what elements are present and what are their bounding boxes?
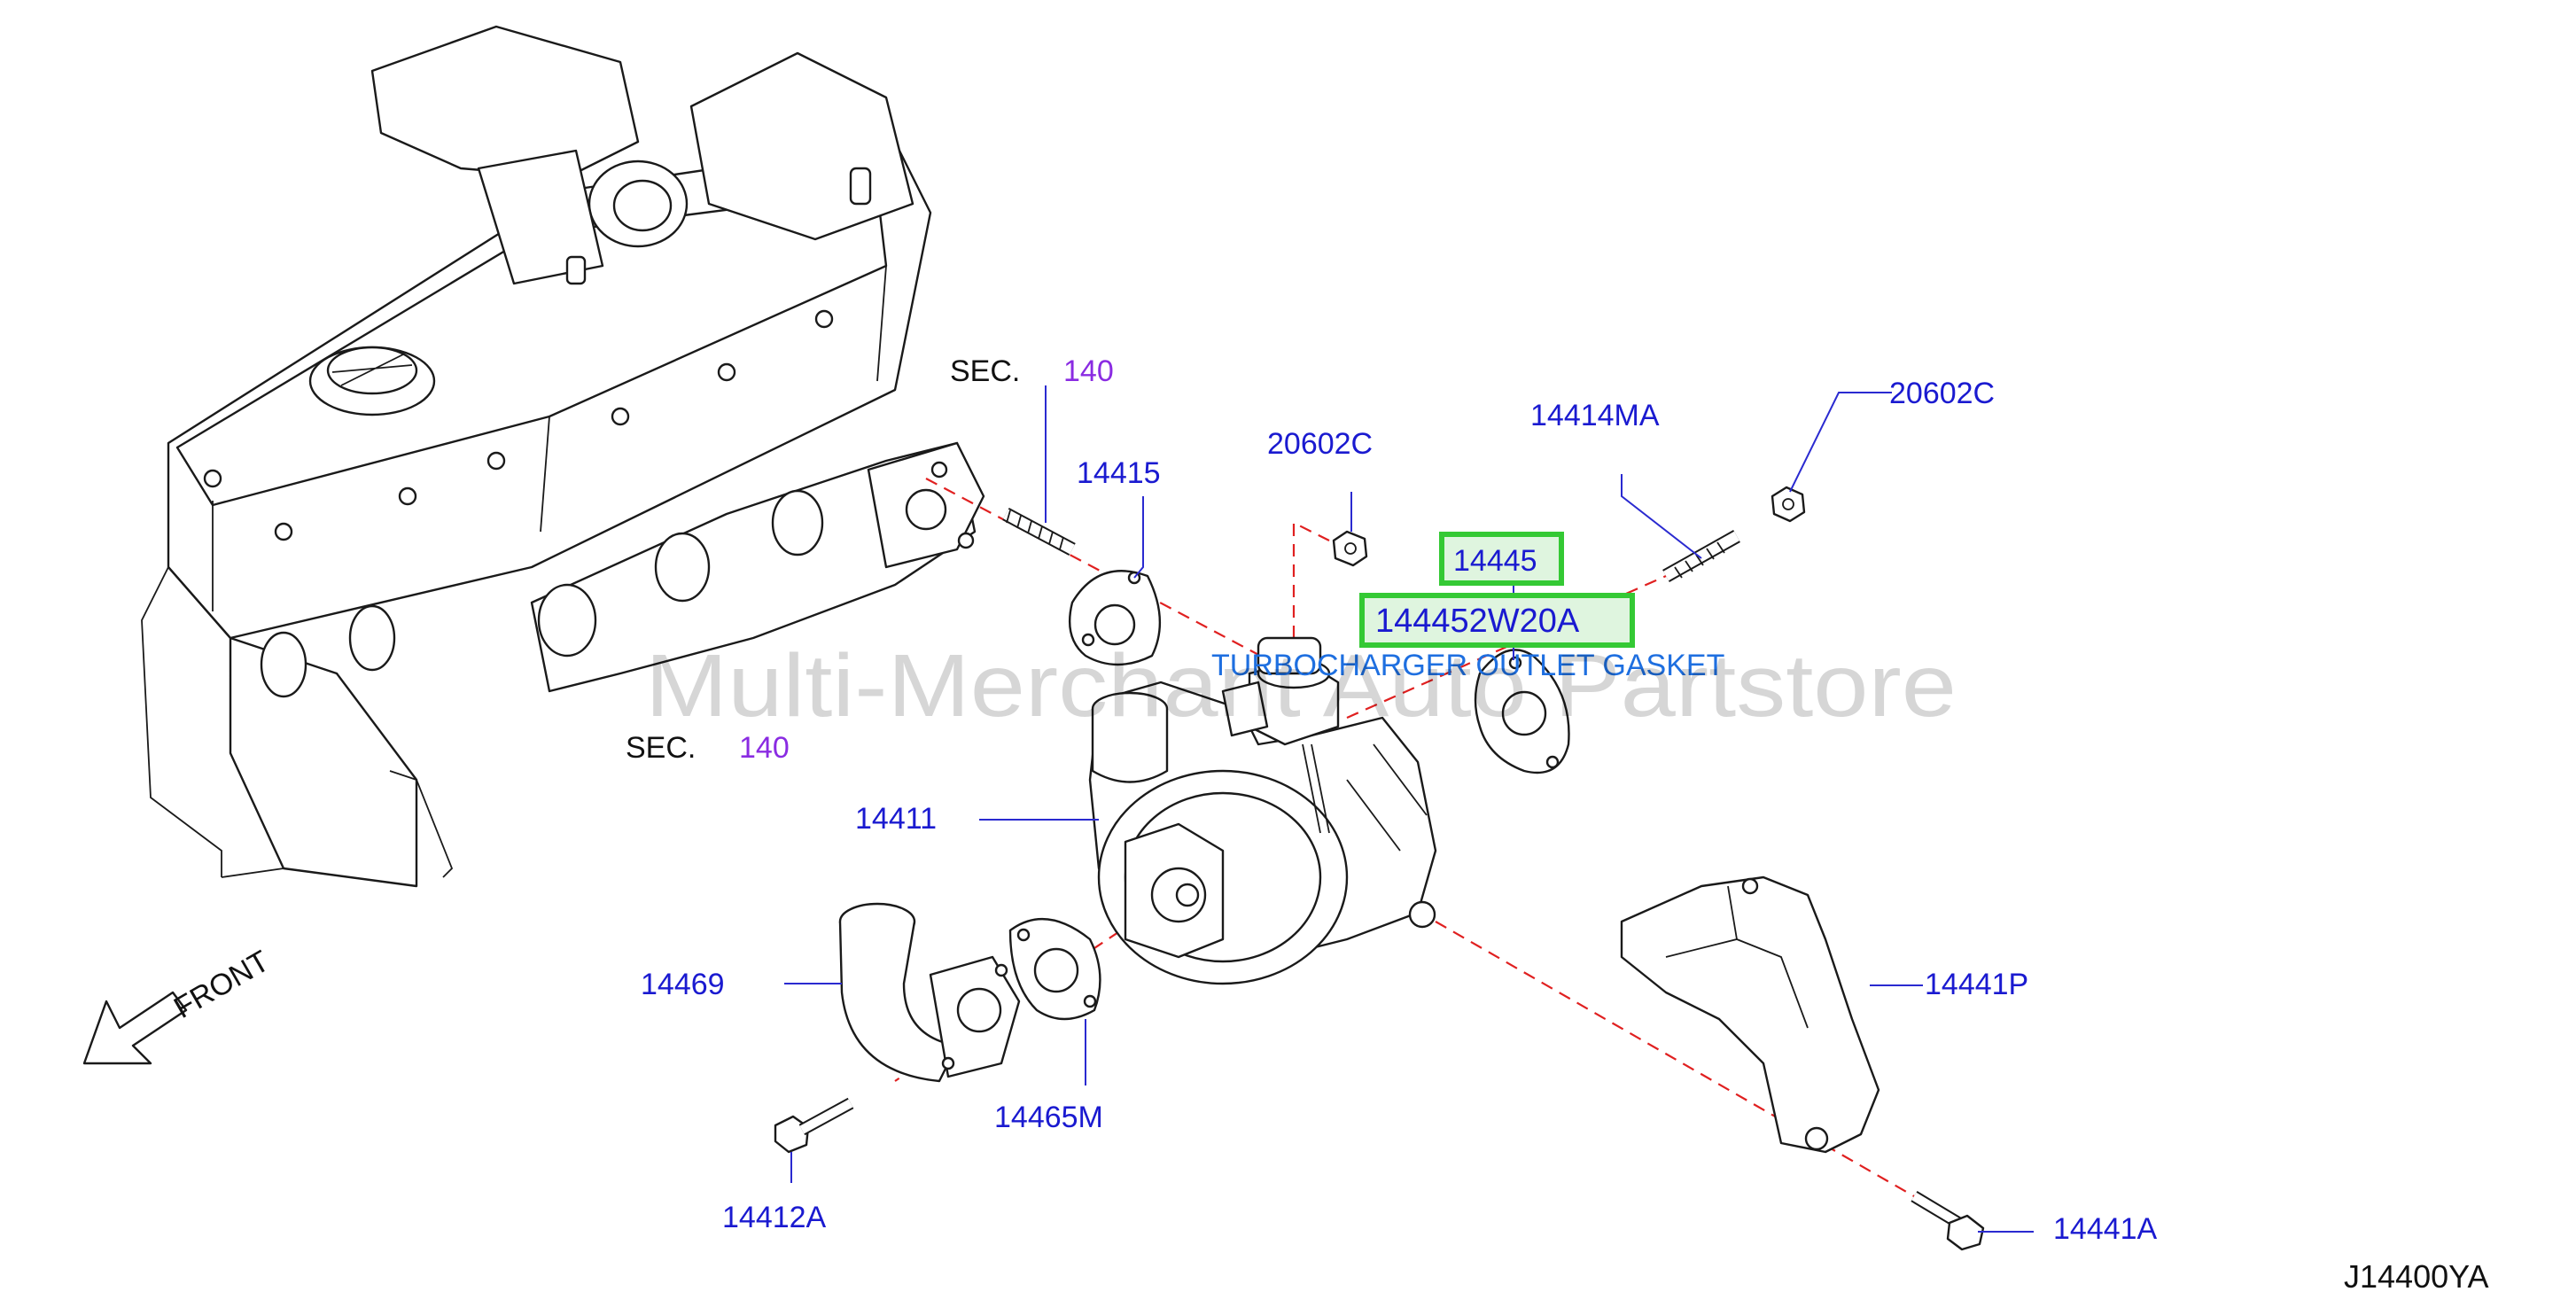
turbocharger-14411 <box>1088 636 1437 985</box>
part-label-20602C-right[interactable]: 20602C <box>1889 377 1995 410</box>
part-label-14414MA[interactable]: 14414MA <box>1530 399 1660 432</box>
front-label: FRONT <box>168 944 275 1024</box>
stud-left <box>1002 507 1076 556</box>
turbocharger-outlet-gasket <box>1474 649 1570 774</box>
section-ref-prefix-top: SEC. <box>950 354 1020 388</box>
front-arrow-icon <box>82 991 188 1065</box>
diagram-code: J14400YA <box>2344 1258 2488 1295</box>
part-description-outlet-gasket: TURBOCHARGER OUTLET GASKET <box>1211 649 1724 682</box>
part-label-14411[interactable]: 14411 <box>855 802 937 836</box>
section-ref-number-bottom[interactable]: 140 <box>739 731 790 765</box>
engine-cylinder-head-illustration <box>141 25 985 888</box>
part-label-14441A[interactable]: 14441A <box>2053 1212 2158 1246</box>
section-ref-number-top[interactable]: 140 <box>1063 354 1114 388</box>
part-label-14465M[interactable]: 14465M <box>994 1101 1103 1134</box>
gasket-14415 <box>1069 570 1161 666</box>
bolt-14412A <box>774 1097 854 1154</box>
heat-shield-14441P <box>1620 875 1880 1154</box>
outlet-elbow-14469 <box>838 902 1021 1083</box>
part-label-14412A[interactable]: 14412A <box>722 1201 827 1234</box>
bolt-14441A <box>1911 1190 1985 1251</box>
gasket-14465M <box>1008 917 1101 1021</box>
part-label-144452W20A[interactable]: 144452W20A <box>1375 603 1580 640</box>
highlight-box-144452W20A[interactable] <box>1359 593 1635 648</box>
watermark: Multi-Merchant Auto Partstore <box>645 636 1957 735</box>
highlight-box-14445[interactable] <box>1439 532 1564 586</box>
nut-20602C-left <box>1332 530 1368 567</box>
part-label-14469[interactable]: 14469 <box>641 968 725 1001</box>
stud-14414MA <box>1662 530 1740 582</box>
part-label-20602C-left[interactable]: 20602C <box>1267 427 1373 461</box>
part-label-14441P[interactable]: 14441P <box>1925 968 2028 1001</box>
part-label-14445[interactable]: 14445 <box>1453 544 1537 578</box>
part-label-14415[interactable]: 14415 <box>1077 456 1161 490</box>
nut-20602C-right <box>1771 486 1806 523</box>
section-ref-prefix-bottom: SEC. <box>626 731 696 765</box>
